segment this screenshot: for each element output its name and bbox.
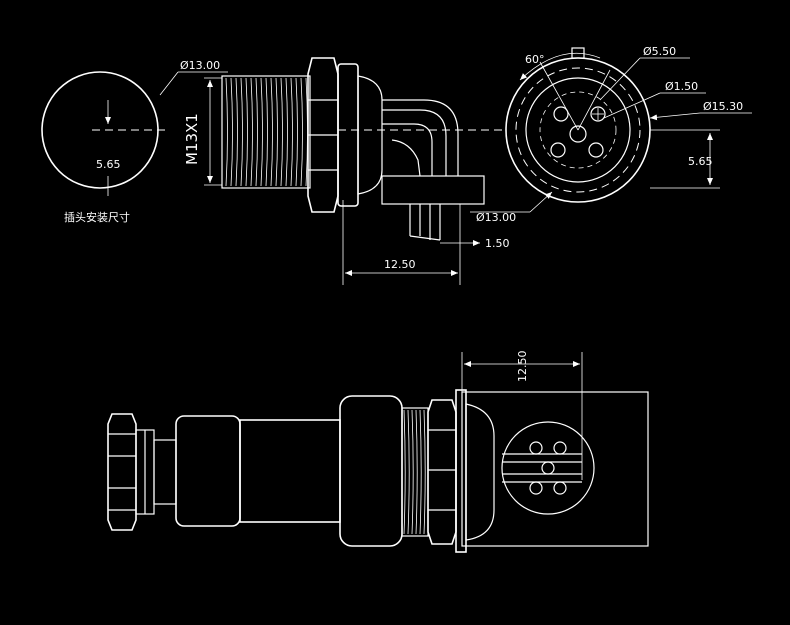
leader-line [599, 57, 641, 101]
tail-dim-label: 1.50 [485, 237, 510, 250]
elbow-inner-2 [391, 139, 421, 177]
front-view: 60° Ø5.50 Ø1.50 Ø15.30 5.65 Ø13.00 [470, 45, 752, 224]
contact-face [501, 421, 595, 515]
thread-line [411, 409, 414, 535]
socket-thread [401, 407, 429, 537]
elbow-inner [382, 123, 433, 176]
thread-line [230, 77, 233, 187]
thread-line [285, 77, 288, 187]
panel-hole-caption: 插头安装尺寸 [64, 210, 130, 224]
thread-line [300, 77, 303, 187]
thread-line [290, 77, 293, 187]
thread-lines [225, 77, 308, 187]
pin-center [569, 125, 587, 143]
panel-offset-left-label: 5.65 [96, 158, 121, 171]
assembly-view: 12.50 [107, 351, 649, 553]
thread-line [407, 409, 410, 535]
leader-line [603, 92, 661, 119]
thread-line [270, 77, 273, 187]
clamp-nut [107, 413, 137, 531]
contact [553, 441, 567, 455]
pin-diameter-label: Ø1.50 [665, 80, 698, 93]
pin [588, 142, 604, 158]
socket-cap [465, 403, 495, 541]
pin-circle [539, 91, 617, 169]
thread-line [419, 409, 422, 535]
thread-line [250, 77, 253, 187]
plug-body [175, 415, 241, 527]
hex-nut [307, 57, 339, 213]
thread-line [240, 77, 243, 187]
threaded-body [221, 75, 311, 189]
clamp-collar [153, 439, 177, 505]
length-bottom-label: 12.50 [516, 351, 529, 383]
leader-line [529, 191, 553, 213]
socket-nut [427, 399, 457, 545]
tail-box [461, 391, 649, 547]
thread-line [403, 409, 406, 535]
tail-block [381, 175, 485, 205]
thread-line [280, 77, 283, 187]
outer-diameter-label: Ø15.30 [703, 100, 743, 113]
elbow-outer [382, 99, 459, 176]
socket-flange [455, 389, 467, 553]
thread-spec-label: M13X1 [183, 113, 201, 165]
mid-circle [515, 67, 641, 193]
thread-line [225, 77, 228, 187]
angle-label: 60° [525, 53, 545, 66]
thread-line [260, 77, 263, 187]
thread-line [235, 77, 238, 187]
thread-lines-bottom [403, 409, 426, 535]
angle-arc [519, 52, 601, 81]
thread-line [423, 409, 426, 535]
elbow-outer-2 [382, 109, 447, 176]
key-notch [571, 47, 585, 59]
leader-line [649, 112, 701, 121]
flange [337, 63, 359, 207]
thread-line [415, 409, 418, 535]
thread-line [255, 77, 258, 187]
panel-diameter-label: Ø13.00 [180, 59, 220, 72]
pin [590, 106, 606, 122]
angle-line [539, 61, 579, 131]
inner-circle [525, 77, 631, 183]
pin [553, 106, 569, 122]
pin [550, 142, 566, 158]
plug-sleeve [239, 419, 341, 523]
length-top-label: 12.50 [384, 258, 416, 271]
contact [553, 481, 567, 495]
coupling-ring [339, 395, 403, 547]
thread-line [295, 77, 298, 187]
panel-diameter-bottom-label: Ø13.00 [476, 211, 516, 224]
contact [541, 461, 555, 475]
thread-line [245, 77, 248, 187]
side-view-top: M13X1 1.50 12.50 [183, 57, 510, 285]
thread-line [265, 77, 268, 187]
flange-cap [357, 75, 383, 195]
inner-diameter-label: Ø5.50 [643, 45, 676, 58]
leader-line [159, 71, 179, 96]
panel-hole-view: 5.65 Ø13.00 插头安装尺寸 [41, 59, 228, 224]
contact [529, 441, 543, 455]
contact [529, 481, 543, 495]
pin-lead [409, 235, 441, 241]
panel-offset-right-label: 5.65 [688, 155, 713, 168]
angle-line [577, 69, 611, 131]
thread-line [275, 77, 278, 187]
